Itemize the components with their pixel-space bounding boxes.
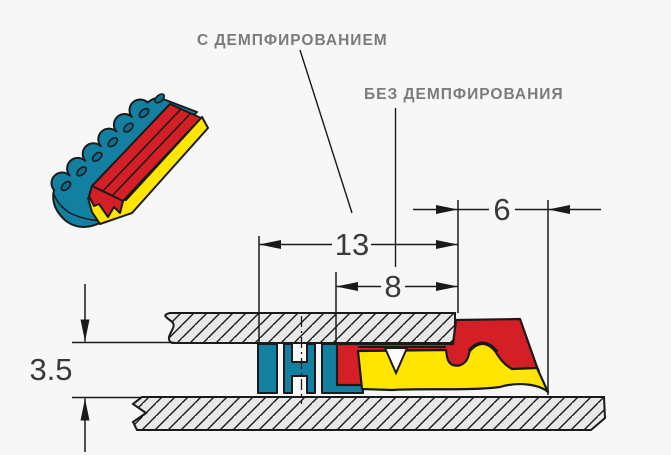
dim-value-clip-width: 8 [384, 269, 401, 304]
damper-rib-2 [283, 343, 316, 394]
dim-value-nose-width: 6 [493, 192, 510, 227]
label-with-damping: С ДЕМПФИРОВАНИЕМ [197, 32, 388, 49]
label-without-damping: БЕЗ ДЕМПФИРОВАНИЯ [364, 86, 564, 103]
top-panel [164, 312, 456, 344]
damper-rib-1 [257, 343, 278, 394]
iso-clip-ridge [102, 108, 191, 204]
iso-holes [60, 93, 166, 192]
damper-section [257, 343, 364, 394]
bottom-panel [131, 396, 607, 431]
foam-vent-notch [383, 347, 409, 376]
iso-damper-edge-line [52, 191, 104, 222]
dim-value-total-width: 13 [335, 227, 369, 262]
dimensions [72, 49, 601, 452]
leader-with-damping [299, 49, 353, 214]
cross-section-view [131, 312, 607, 431]
iso-clip-end-face [88, 185, 124, 218]
dim-value-panel-gap: 3.5 [29, 352, 72, 387]
foam-hump-arc [467, 341, 499, 354]
isometric-view [50, 93, 209, 228]
